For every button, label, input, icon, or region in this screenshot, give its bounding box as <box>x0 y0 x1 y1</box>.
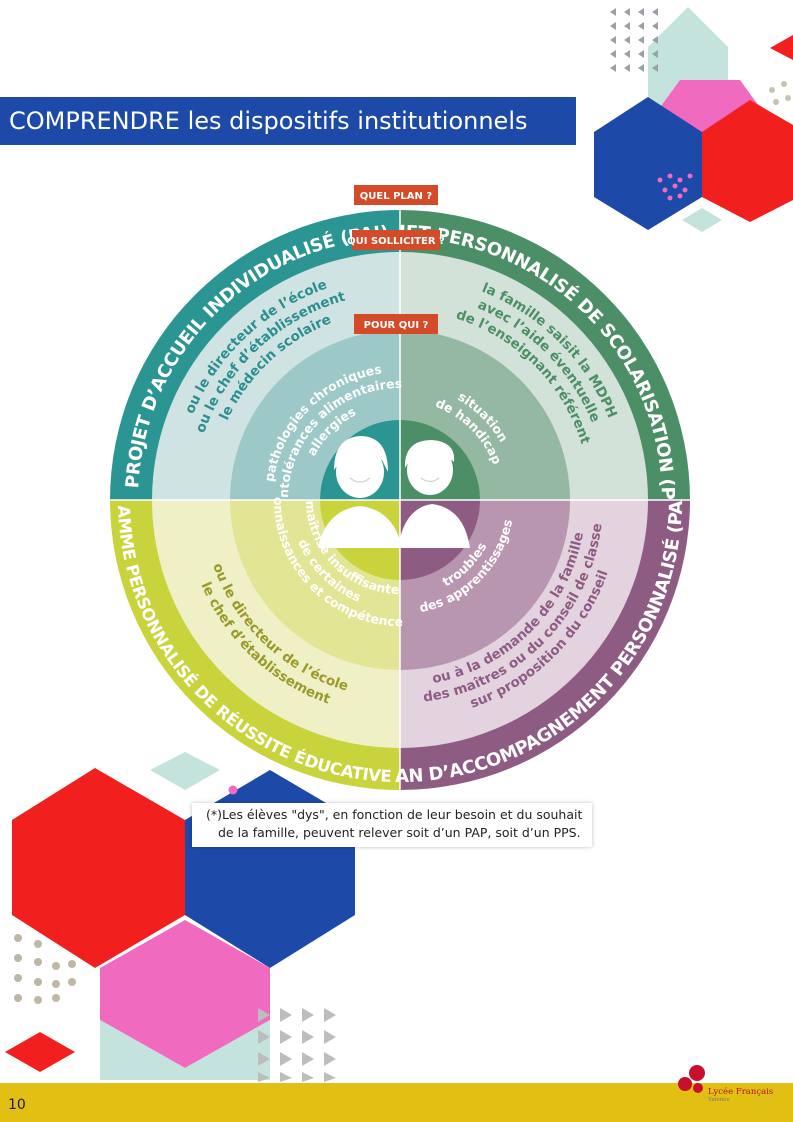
logo-subtitle: Valence <box>708 1097 730 1103</box>
page-title: COMPRENDRE les dispositifs institutionne… <box>0 97 576 145</box>
footnote-line2: de la famille, peuvent relever soit d’un… <box>218 825 581 840</box>
footnote-line1: (*)Les élèves "dys", en fonction de leur… <box>206 807 583 822</box>
footnote: (*)Les élèves "dys", en fonction de leur… <box>192 803 592 847</box>
tag-pour-qui: POUR QUI ? <box>354 314 438 334</box>
svg-text:QUI SOLLICITER ?: QUI SOLLICITER ? <box>347 236 445 247</box>
svg-text:POUR QUI ?: POUR QUI ? <box>364 320 429 331</box>
tag-qui-solliciter: QUI SOLLICITER ? <box>347 230 445 250</box>
children-illustration <box>318 436 470 548</box>
logo-name: Lycée Français <box>708 1087 774 1097</box>
tag-quel-plan: QUEL PLAN ? <box>354 185 438 205</box>
footer-bar <box>0 1083 793 1122</box>
page-number: 10 <box>8 1097 26 1113</box>
logo-icon <box>678 1065 705 1093</box>
svg-text:QUEL PLAN ?: QUEL PLAN ? <box>360 191 433 202</box>
